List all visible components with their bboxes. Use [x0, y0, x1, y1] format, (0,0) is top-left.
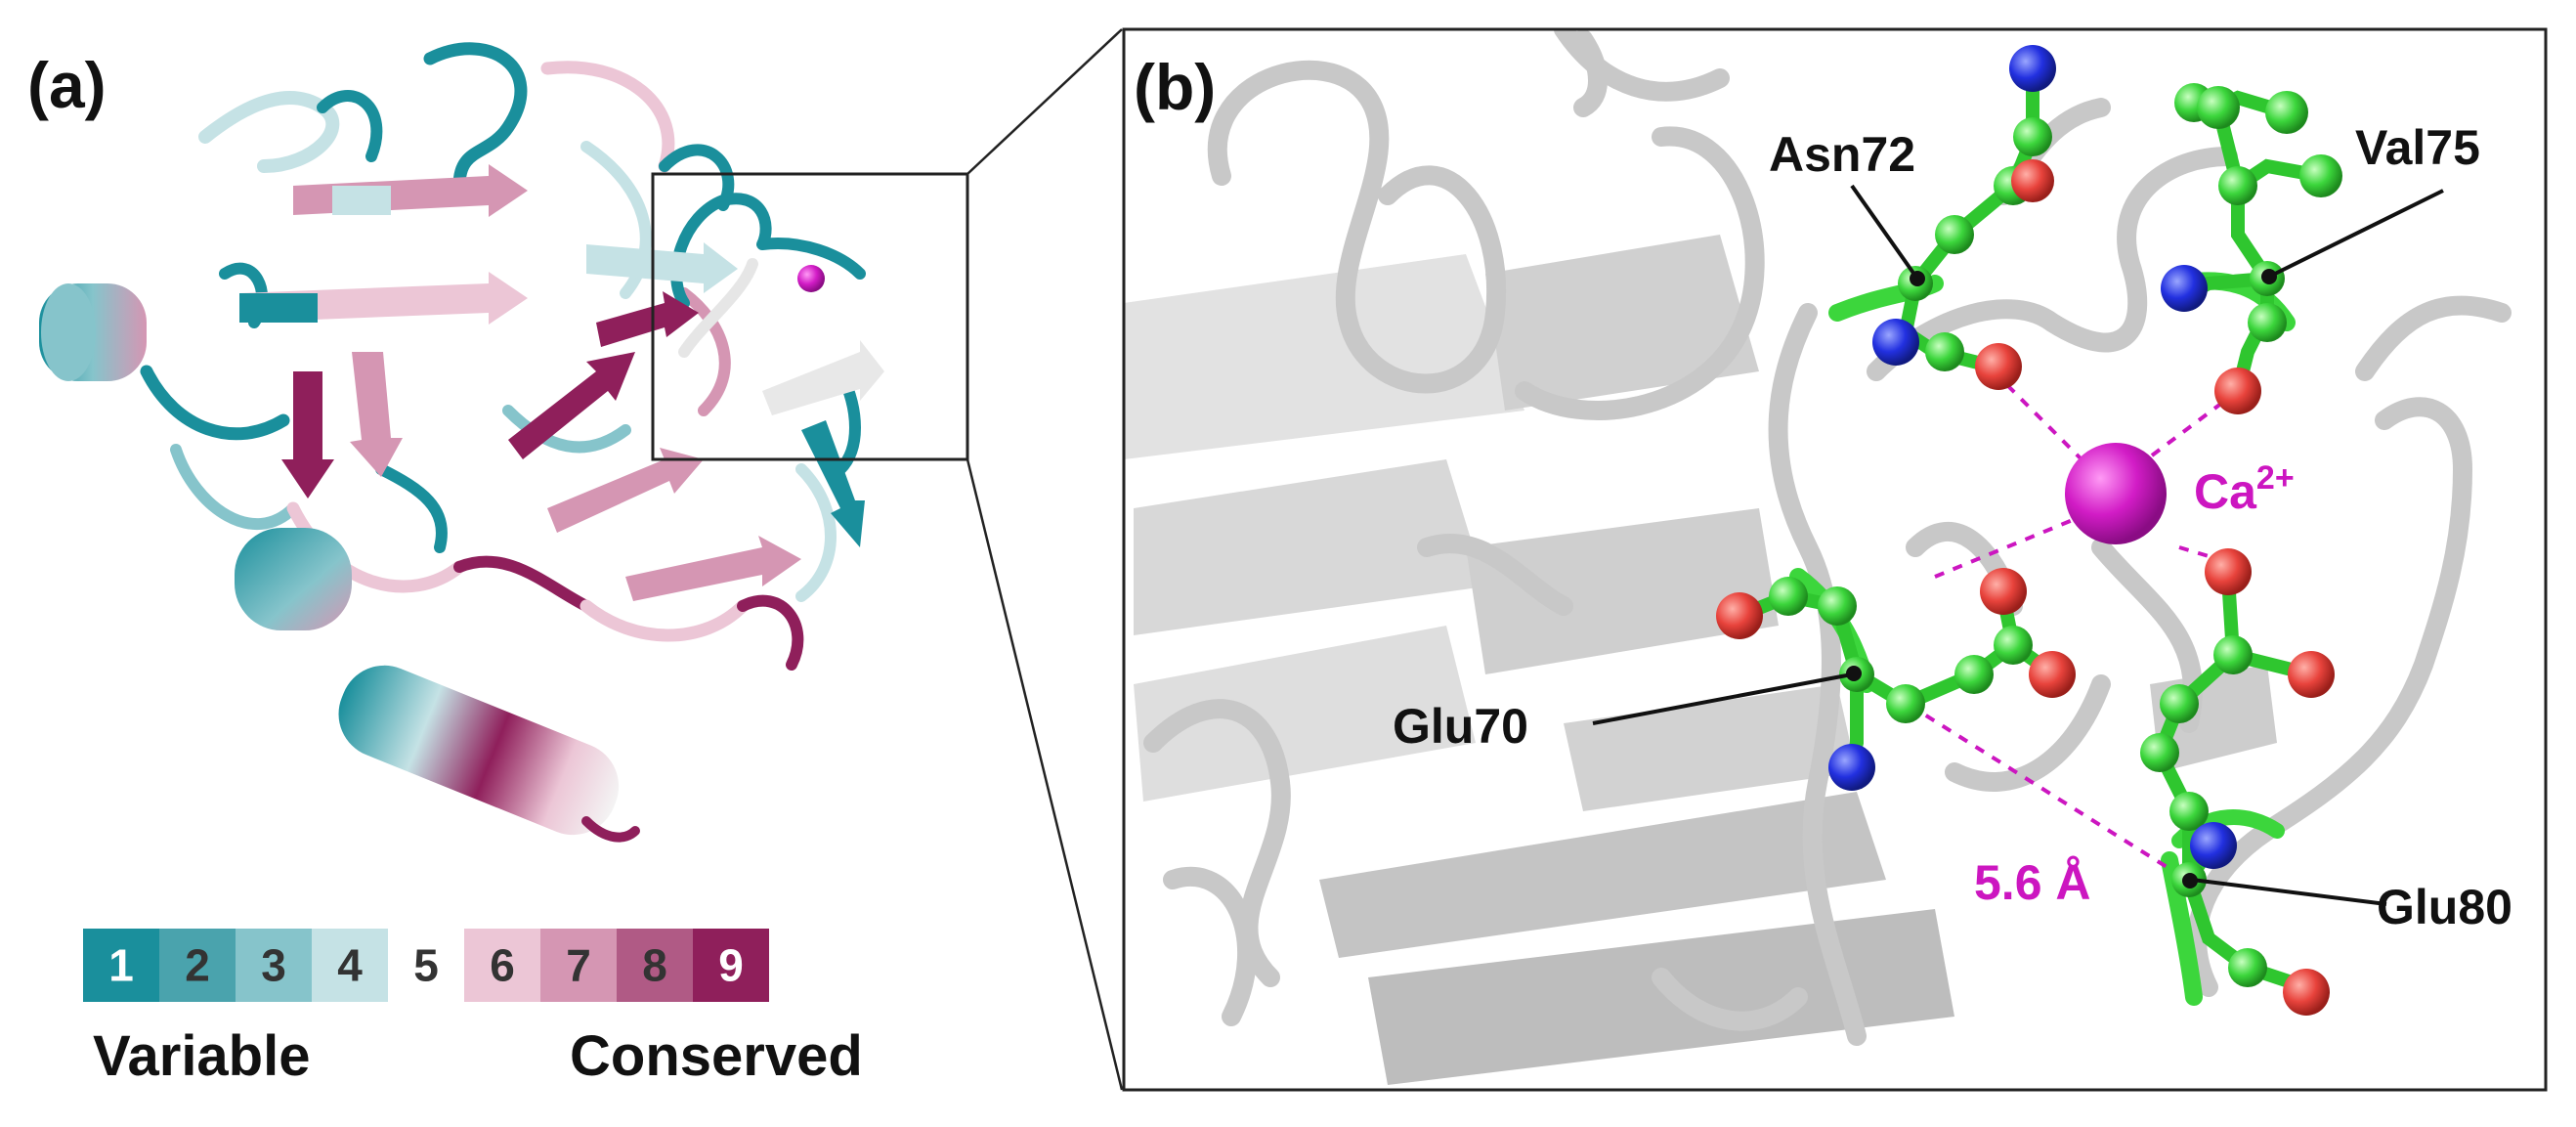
panel-a: (a) — [27, 28, 1124, 1091]
zoom-line-bottom — [966, 458, 1124, 1091]
scale-swatch-6 — [464, 929, 540, 1002]
scale-swatch-3 — [236, 929, 312, 1002]
scale-swatch-1 — [83, 929, 159, 1002]
scale-swatch-7 — [540, 929, 617, 1002]
label-distance: 5.6 Å — [1974, 855, 2091, 910]
scale-swatch-4 — [312, 929, 388, 1002]
protein-zoom-view — [1124, 29, 2512, 1085]
atoms — [1716, 45, 2342, 1016]
inset-box — [651, 172, 969, 461]
residue-leader-lines — [1592, 184, 2444, 906]
label-glu80: Glu80 — [2377, 880, 2512, 934]
panel-b-frame — [1122, 27, 2548, 1092]
scale-swatch-8 — [617, 929, 693, 1002]
label-glu70: Glu70 — [1393, 699, 1528, 754]
scale-grade-3: 3 — [261, 940, 286, 991]
distance-line — [1874, 682, 2181, 877]
residue-anchor-dots — [1846, 269, 2277, 889]
scale-label-variable: Variable — [93, 1024, 310, 1088]
label-calcium: Ca2+ — [2194, 459, 2295, 519]
scale-label-conserved: Conserved — [570, 1024, 863, 1088]
calcium-ion-overview — [797, 265, 825, 292]
panel-a-label: (a) — [27, 49, 107, 121]
calcium-ion — [2065, 443, 2167, 544]
scale-grade-7: 7 — [566, 940, 591, 991]
scale-grade-6: 6 — [490, 940, 515, 991]
scale-swatch-9 — [693, 929, 769, 1002]
scale-swatch-5 — [388, 929, 464, 1002]
scale-grade-8: 8 — [642, 940, 667, 991]
scale-grade-2: 2 — [185, 940, 210, 991]
scale-grade-5: 5 — [413, 940, 439, 991]
scale-swatch-2 — [159, 929, 236, 1002]
zoom-line-top — [966, 28, 1123, 175]
panel-b-label: (b) — [1134, 51, 1216, 123]
protein-cartoon-conservation — [39, 42, 884, 843]
scale-grade-4: 4 — [337, 940, 363, 991]
panel-b: (b) Asn72 Val75 Glu70 Glu80 Ca2+ 5.6 Å — [1122, 27, 2548, 1092]
scale-grade-9: 9 — [718, 940, 744, 991]
scale-grade-1: 1 — [108, 940, 134, 991]
label-val75: Val75 — [2355, 120, 2480, 175]
label-asn72: Asn72 — [1769, 127, 1915, 182]
